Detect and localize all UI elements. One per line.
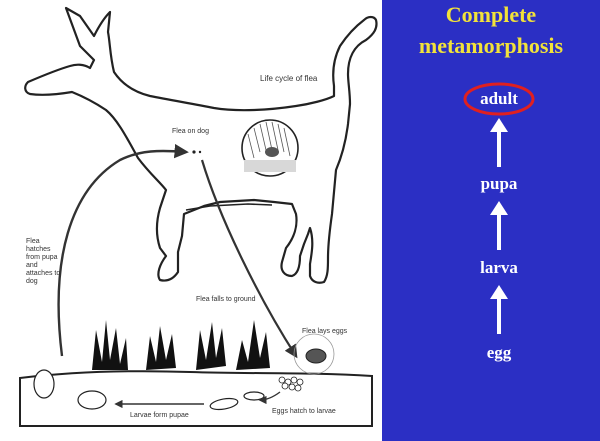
ground xyxy=(20,371,372,426)
dog-outline xyxy=(25,8,376,283)
magnifier-skin xyxy=(244,160,296,172)
arrow-flea-falls xyxy=(202,160,296,356)
diagram-title: Life cycle of flea xyxy=(260,75,317,83)
stage-egg: egg xyxy=(390,344,600,362)
arrow-flea-to-dog xyxy=(59,151,186,356)
adult-flea-icon xyxy=(306,349,326,363)
grass xyxy=(92,320,270,370)
label-flea-on-dog: Flea on dog xyxy=(172,128,209,136)
stage-adult: adult xyxy=(390,90,600,108)
label-eggs-hatch: Eggs hatch to larvae xyxy=(272,408,336,416)
larvae xyxy=(209,392,264,411)
flea-icon xyxy=(265,147,279,157)
metamorphosis-panel: Complete metamorphosis adult pupa xyxy=(382,0,600,441)
up-arrow-icon xyxy=(490,201,508,250)
diagram-drawing xyxy=(10,0,382,441)
label-flea-lays-eggs: Flea lays eggs xyxy=(302,328,347,336)
eggs-cluster xyxy=(279,377,303,391)
up-arrow-icon xyxy=(490,118,508,167)
pupae xyxy=(34,370,106,409)
label-flea-falls: Flea falls to ground xyxy=(196,296,256,304)
stage-arrows xyxy=(382,0,600,441)
flea-life-cycle-diagram: Life cycle of flea Flea on dog Flea fall… xyxy=(10,0,382,441)
up-arrows xyxy=(490,118,508,334)
up-arrow-icon xyxy=(490,285,508,334)
flea-on-dog-marker xyxy=(192,150,195,153)
stage-pupa: pupa xyxy=(390,175,600,193)
label-larvae-pupae: Larvae form pupae xyxy=(130,412,189,420)
label-flea-hatches: Flea hatches from pupa and attaches to d… xyxy=(26,238,66,286)
stage-larva: larva xyxy=(390,259,600,277)
